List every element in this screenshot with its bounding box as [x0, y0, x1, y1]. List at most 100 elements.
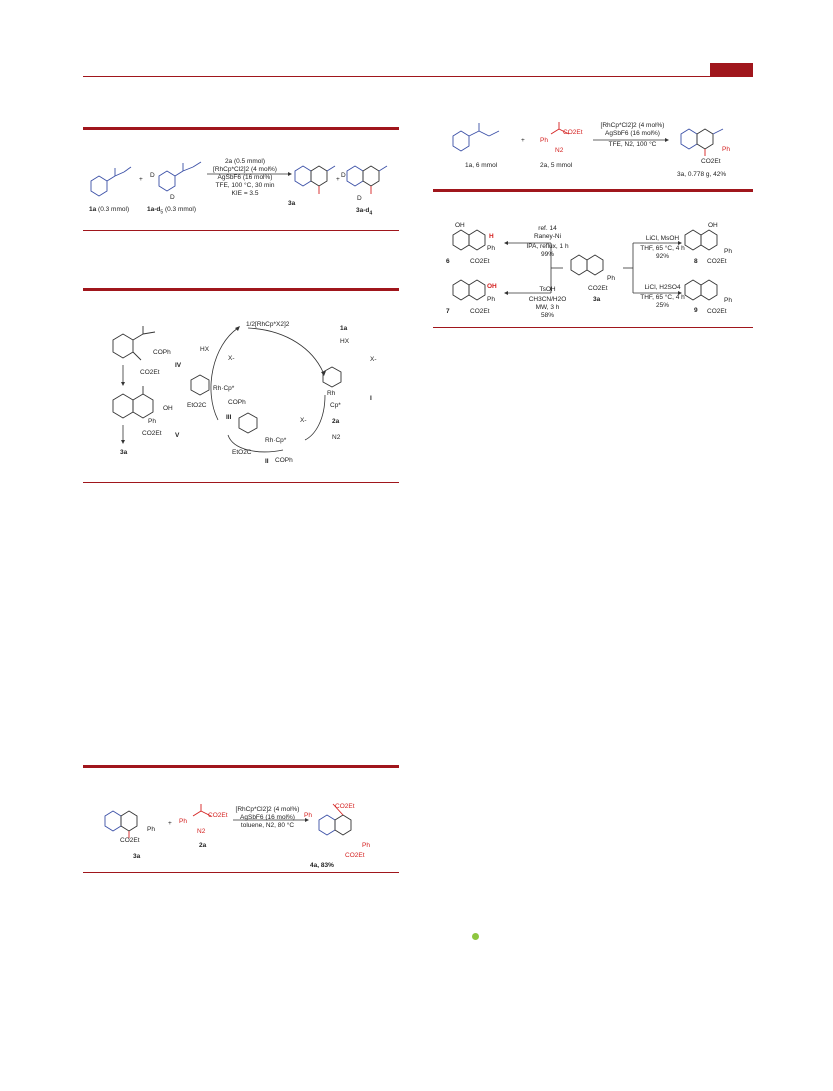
gram-conditions: [RhCp*Cl2]2 (4 mol%) AgSbF6 (16 mol%) TF… — [600, 122, 665, 148]
gram-reactant1: 1a, 6 mmol — [465, 162, 498, 169]
mech-label-I: I — [370, 395, 372, 402]
deriv-8-co2et: CO2Et — [707, 258, 727, 265]
mech-label-III: III — [226, 414, 232, 421]
double-p-co2et: CO2Et — [345, 852, 365, 859]
deriv-center-co2et: CO2Et — [588, 285, 608, 292]
mech-label-IV: IV — [175, 362, 182, 369]
mech-frag-x-ii: X- — [300, 417, 307, 424]
gram-r2-n2: N2 — [555, 147, 564, 154]
deriv-7-co2et: CO2Et — [470, 308, 490, 315]
kie-product1-d-label: D — [341, 172, 346, 179]
double-r2-ph: Ph — [179, 818, 187, 825]
kie-d-label-1: D — [150, 172, 155, 179]
deriv-6-oh: OH — [455, 222, 465, 229]
kie-reactant2-label: 1a-d5 (0.3 mmol) — [147, 206, 197, 216]
header-page-tab — [710, 63, 753, 77]
scheme-double-bottom-rule — [83, 872, 399, 873]
mech-reagent-2a: 2a — [332, 418, 340, 425]
scheme-gram-drawing — [452, 122, 724, 156]
mech-frag-rh-i: Rh — [327, 390, 336, 397]
gram-r2-co2et: CO2Et — [563, 129, 583, 136]
mech-reagent-1a: 1a — [340, 325, 348, 332]
gram-p-co2et: CO2Et — [701, 158, 721, 165]
gram-plus: + — [521, 137, 525, 144]
kie-conditions: 2a (0.5 mmol) [RhCp*Cl2]2 (4 mol%) AgSbF… — [213, 158, 277, 197]
scheme-mech-top-rule — [83, 288, 399, 291]
double-conditions: [RhCp*Cl2]2 (4 mol%) AgSbF6 (16 mol%) to… — [235, 806, 300, 829]
deriv-6-ph: Ph — [487, 245, 495, 252]
gram-r2-ph: Ph — [540, 137, 548, 144]
mech-frag-rhcp-ii: Rh·Cp* — [265, 437, 287, 444]
kie-d-label-2: D — [170, 194, 175, 201]
mech-catalyst: 1/2[RhCp*X2]2 — [246, 321, 290, 328]
deriv-center-ph: Ph — [607, 275, 615, 282]
mech-frag-coph-iv: COPh — [153, 349, 171, 356]
mech-frag-x-iii: X- — [228, 355, 235, 362]
green-dot-icon — [472, 933, 479, 940]
scheme-kie-bottom-rule — [83, 230, 399, 231]
mech-frag-co2et-v: CO2Et — [142, 430, 162, 437]
kie-product2-label: 3a-d4 — [356, 207, 373, 217]
double-r1-ph: Ph — [147, 826, 155, 833]
deriv-cond-8: LiCl, MsOH THF, 65 °C, 4 h 92% — [640, 235, 685, 260]
double-p-co2et-top: CO2Et — [335, 803, 355, 810]
deriv-7-ph: Ph — [487, 296, 495, 303]
deriv-label-8: 8 — [694, 258, 698, 265]
gram-product: 3a, 0.778 g, 42% — [677, 171, 727, 178]
deriv-6-co2et: CO2Et — [470, 258, 490, 265]
deriv-cond-9: LiCl, H2SO4 THF, 65 °C, 4 h 25% — [640, 284, 685, 309]
mech-frag-eto2c-ii: EtO2C — [232, 449, 252, 456]
deriv-7-oh: OH — [487, 283, 497, 290]
gram-p-ph: Ph — [722, 146, 730, 153]
double-plus: + — [168, 820, 172, 827]
scheme-mech-bottom-rule — [83, 482, 399, 483]
kie-reactant1-label: 1a (0.3 mmol) — [89, 206, 130, 213]
mech-frag-cp-i: Cp* — [330, 402, 341, 409]
deriv-6-h: H — [489, 233, 494, 240]
mech-frag-co2et-iv: CO2Et — [140, 369, 160, 376]
scheme-derivs-bottom-rule — [433, 327, 753, 328]
mech-label-3a: 3a — [120, 449, 128, 456]
kie-product1-label: 3a — [288, 200, 296, 207]
mech-label-II: II — [265, 458, 269, 465]
mech-reagent-hx2: HX — [200, 346, 210, 353]
mech-frag-oh-v: OH — [163, 405, 173, 412]
mech-frag-x-i: X- — [370, 356, 377, 363]
deriv-9-co2et: CO2Et — [707, 308, 727, 315]
double-p-ph2: Ph — [362, 842, 370, 849]
deriv-center-label: 3a — [593, 296, 601, 303]
mech-frag-coph-ii: COPh — [275, 457, 293, 464]
scheme-mech-drawing — [112, 326, 342, 453]
deriv-label-7: 7 — [446, 308, 450, 315]
deriv-label-9: 9 — [694, 307, 698, 314]
scheme-double-drawing — [104, 803, 352, 838]
mech-label-V: V — [175, 432, 180, 439]
double-reactant1: 3a — [133, 853, 141, 860]
deriv-label-6: 6 — [446, 258, 450, 265]
double-reactant2: 2a — [199, 842, 207, 849]
double-r1-co2et: CO2Et — [120, 837, 140, 844]
deriv-8-ph: Ph — [724, 248, 732, 255]
mech-frag-rhcp-iii: Rh·Cp* — [213, 385, 235, 392]
deriv-cond-7: TsOH CH3CN/H2O MW, 3 h 58% — [528, 286, 567, 319]
mech-frag-eto2c-iii: EtO2C — [187, 402, 207, 409]
kie-plus-1: + — [139, 176, 143, 183]
kie-plus-2: + — [336, 176, 340, 183]
double-product: 4a, 83% — [310, 862, 334, 869]
deriv-cond-6: ref. 14 Raney-Ni IPA, reflux, 1 h 99% — [526, 225, 569, 258]
gram-reactant2: 2a, 5 mmol — [540, 162, 573, 169]
double-r2-co2et: CO2Et — [208, 812, 228, 819]
scheme-gram-bottom-rule — [433, 189, 753, 192]
mech-frag-ph-v: Ph — [148, 418, 156, 425]
double-r2-n2: N2 — [197, 828, 206, 835]
scheme-derivs-drawing — [452, 229, 718, 301]
mech-frag-coph-iii: COPh — [228, 399, 246, 406]
mech-reagent-hx1: HX — [340, 338, 350, 345]
deriv-8-oh: OH — [708, 222, 718, 229]
header-rule — [83, 76, 753, 77]
double-p-ph: Ph — [304, 812, 312, 819]
scheme-kie-top-rule — [83, 127, 399, 130]
mech-reagent-n2: N2 — [332, 434, 341, 441]
kie-product2-d-label: D — [357, 195, 362, 202]
deriv-9-ph: Ph — [724, 297, 732, 304]
